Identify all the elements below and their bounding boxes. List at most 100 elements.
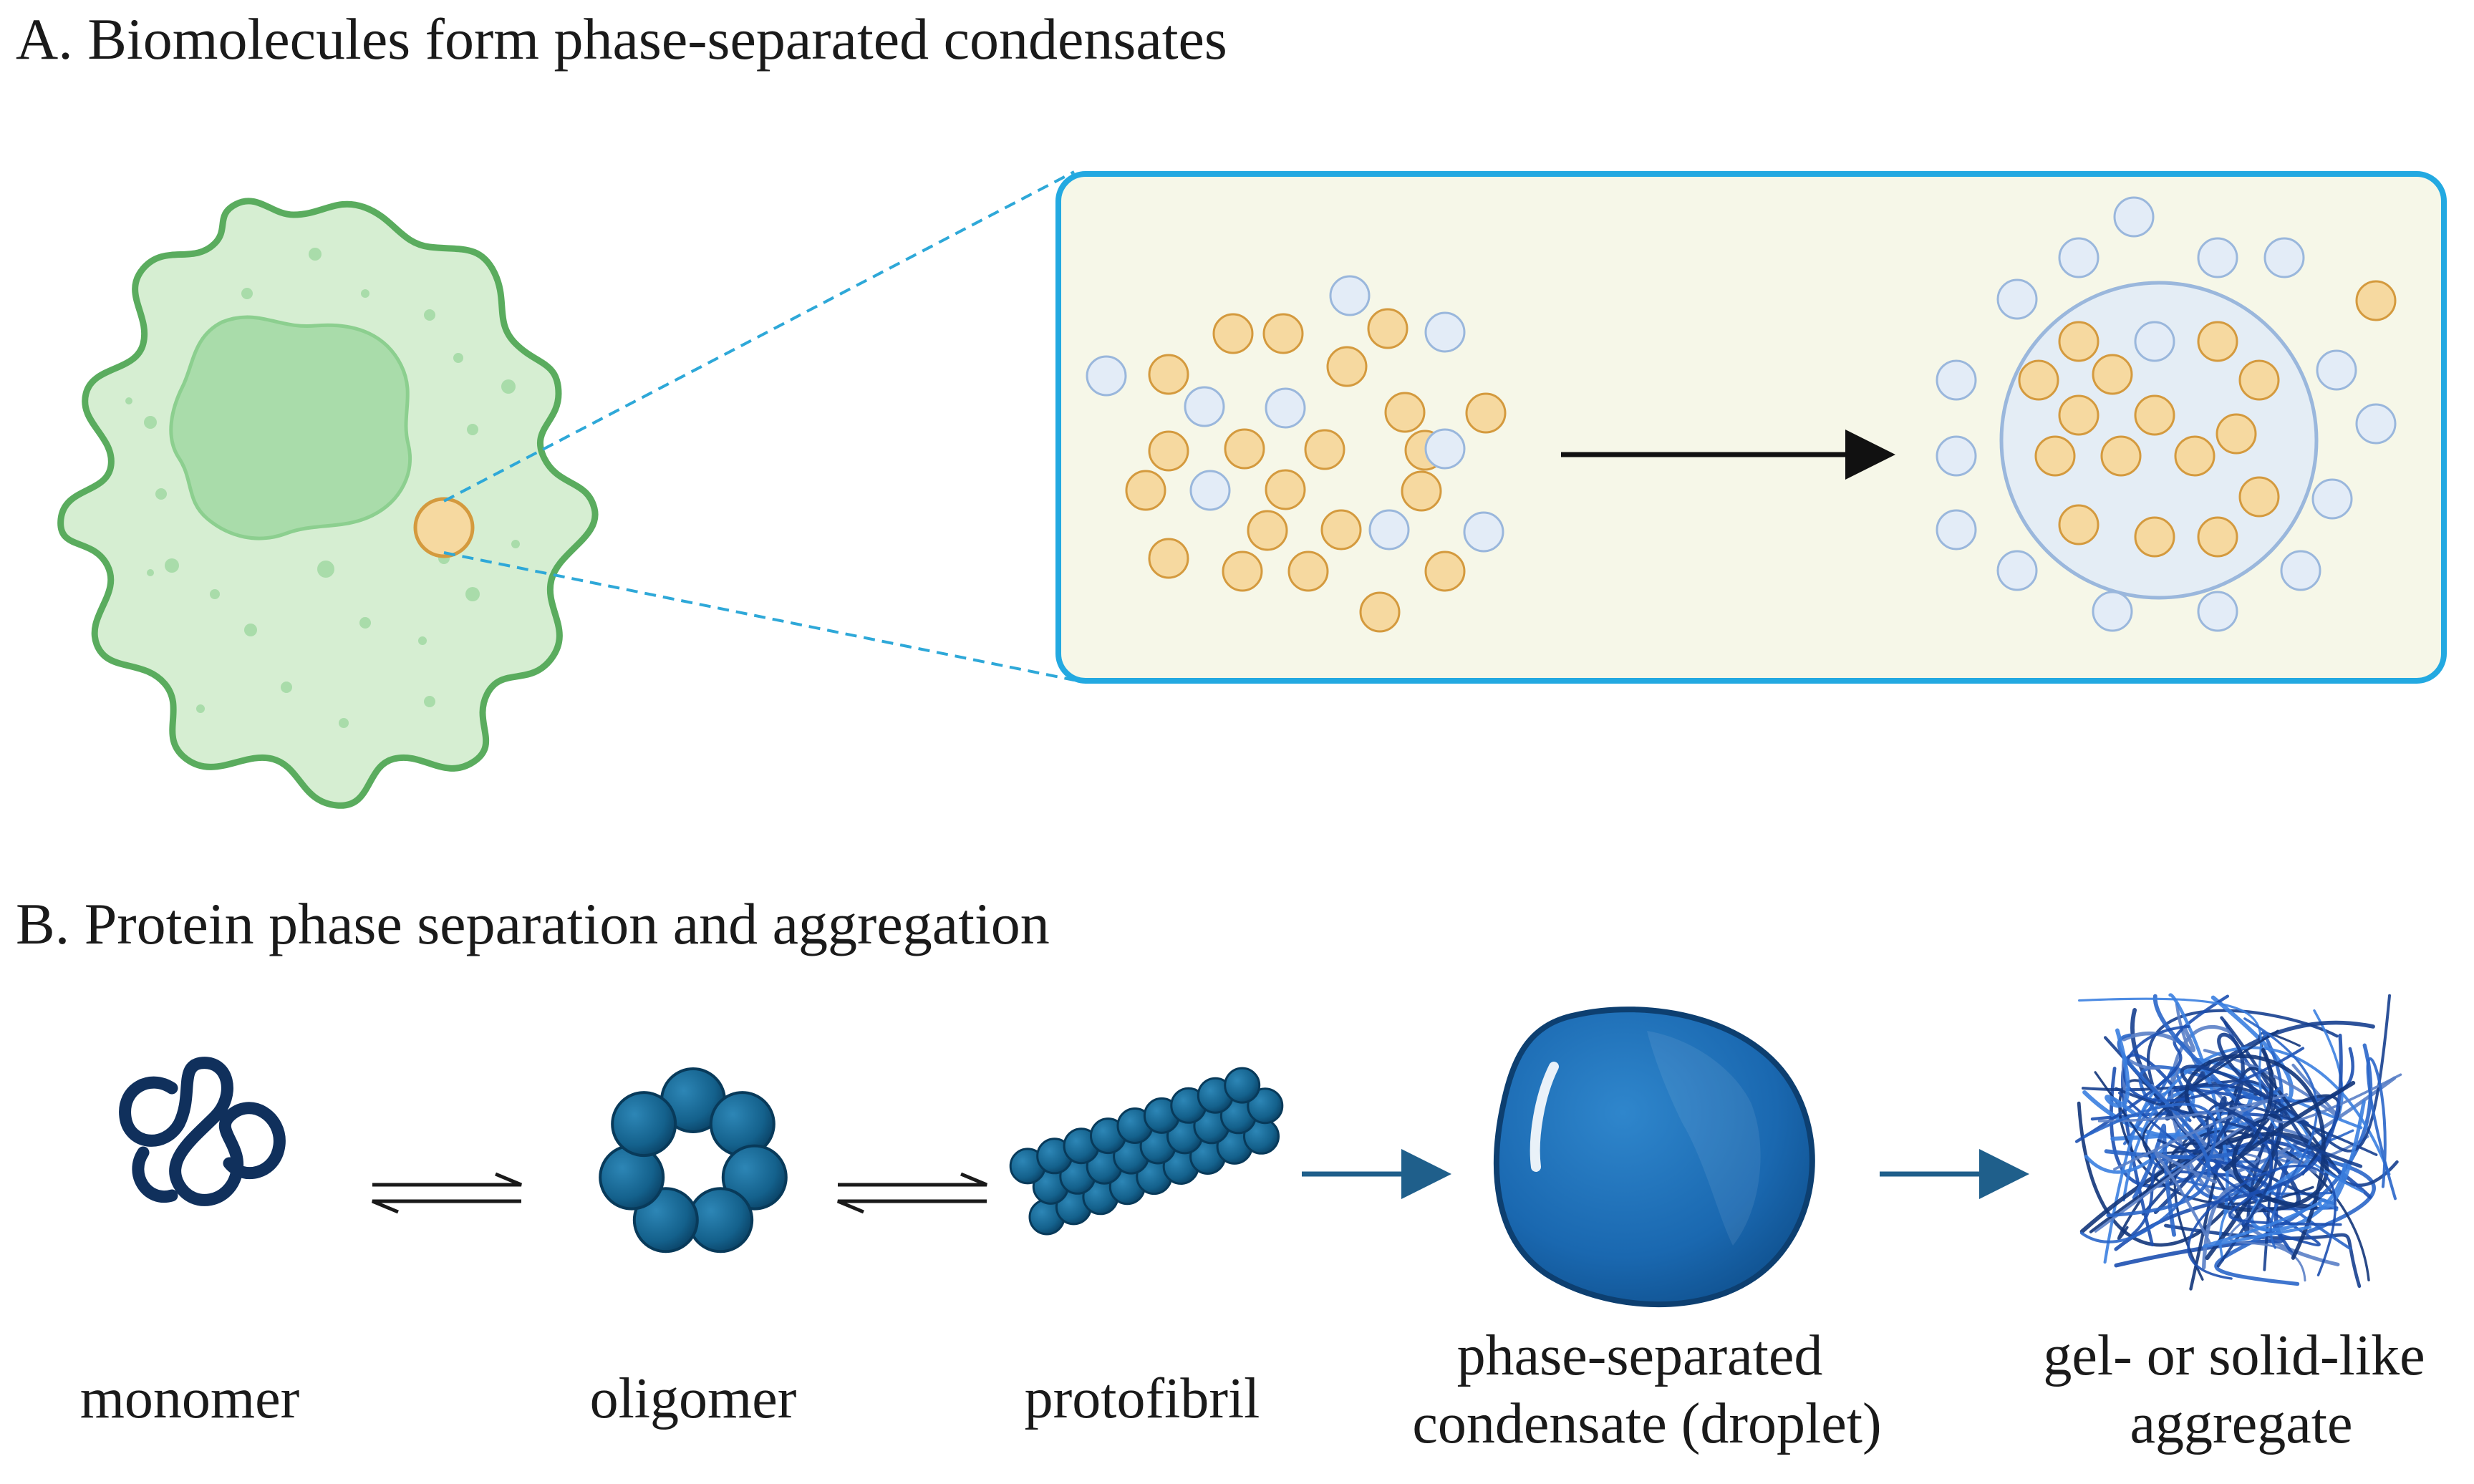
protofibril-illustration — [1009, 1067, 1284, 1236]
protein-molecule — [2058, 394, 2099, 436]
rna-molecule — [2113, 196, 2155, 238]
rna-molecule — [2280, 550, 2321, 591]
label-monomer: monomer — [80, 1367, 300, 1430]
dispersed-molecules — [1086, 275, 1507, 633]
protein-molecule — [2058, 321, 2099, 362]
rna-molecule — [2316, 349, 2357, 391]
aggregate-fiber — [2132, 1123, 2176, 1237]
rna-molecule — [2355, 403, 2397, 445]
protein-molecule — [1320, 509, 1362, 551]
aggregate-fiber — [2150, 1083, 2243, 1270]
label-aggregate: gel- or solid-like aggregate — [2043, 1324, 2439, 1455]
aggregate-fiber — [2228, 1206, 2306, 1282]
protein-molecule — [1212, 313, 1254, 354]
condensate-in-cell — [413, 497, 475, 558]
protein-molecule — [2092, 354, 2133, 395]
monomer-illustration — [119, 1057, 286, 1206]
protein-molecule — [1287, 551, 1329, 592]
aggregate-fiber — [2097, 1092, 2289, 1170]
protein-molecule — [1384, 392, 1426, 433]
protein-molecule — [2197, 321, 2238, 362]
protein-molecule — [2100, 435, 2142, 477]
panel-a-title: A. Biomolecules form phase-separated con… — [16, 6, 1227, 72]
rna-molecule — [1189, 470, 1231, 511]
aggregate-fiber — [2154, 1151, 2218, 1244]
rna-molecule — [1368, 509, 1410, 551]
rna-molecule — [1329, 275, 1371, 316]
protein-molecule — [2216, 413, 2257, 455]
protein-molecule — [1262, 313, 1304, 354]
protein-molecule — [1304, 429, 1345, 470]
protein-molecule — [1401, 470, 1442, 512]
rna-molecule — [2197, 591, 2238, 632]
rna-molecule — [1424, 311, 1466, 353]
protein-molecule — [2197, 516, 2238, 558]
droplet-illustration — [1493, 1007, 1815, 1308]
rna-molecule — [1936, 435, 1977, 477]
protein-molecule — [2134, 394, 2175, 436]
protein-molecule — [1265, 469, 1306, 510]
rna-molecule — [1265, 387, 1306, 429]
protein-molecule — [2238, 359, 2280, 401]
rna-molecule — [1424, 428, 1466, 470]
protein-molecule — [2134, 516, 2175, 558]
rna-molecule — [1996, 550, 2038, 591]
aggregate-fiber — [2159, 1086, 2281, 1182]
label-condensate: phase-separated condensate (droplet) — [1412, 1324, 1881, 1455]
rna-molecule — [1936, 359, 1977, 401]
rna-molecule — [2092, 591, 2133, 632]
condensed-molecules — [1936, 196, 2397, 632]
aggregate-fiber — [2317, 1100, 2366, 1212]
rna-molecule — [2058, 237, 2099, 278]
aggregate-fiber — [2114, 1143, 2297, 1268]
rna-molecule — [2311, 478, 2353, 520]
protofibril-bead — [1224, 1067, 1261, 1104]
aggregate-fiber — [2203, 1201, 2321, 1248]
rna-molecule — [2197, 237, 2238, 278]
rna-molecule — [1086, 355, 1127, 397]
aggregate-fiber — [2094, 1073, 2402, 1233]
protein-molecule — [1326, 346, 1368, 387]
aggregate-fiber — [2117, 1091, 2321, 1247]
protein-molecule — [1125, 470, 1166, 511]
equilibrium-arrow-1 — [372, 1172, 522, 1214]
label-oligomer: oligomer — [590, 1367, 797, 1430]
rna-molecule — [1184, 386, 1225, 427]
rna-molecule — [1463, 511, 1504, 553]
aggregate-fiber — [2179, 994, 2391, 1153]
cell-illustration — [57, 198, 599, 809]
protein-molecule — [2018, 359, 2059, 401]
aggregate-fiber — [2187, 1164, 2337, 1280]
protein-molecule — [1367, 308, 1408, 349]
aggregate-illustration — [2074, 993, 2402, 1291]
protein-molecule — [1247, 510, 1288, 551]
equilibrium-arrow-2 — [837, 1172, 987, 1214]
aggregate-fiber — [2105, 1028, 2138, 1117]
oligomer-illustration — [599, 1067, 788, 1253]
aggregate-fiber — [2366, 1057, 2397, 1201]
aggregate-fiber — [2078, 997, 2364, 1193]
rna-molecule — [2134, 321, 2175, 362]
protein-molecule — [1148, 538, 1189, 579]
aggregate-fiber — [2153, 1032, 2288, 1214]
cytoplasm-dots — [125, 248, 520, 728]
protein-molecule — [1148, 430, 1189, 472]
label-protofibril: protofibril — [1025, 1367, 1260, 1430]
aggregate-fiber — [2114, 1033, 2343, 1251]
protein-molecule — [1424, 551, 1466, 592]
protein-molecule — [1222, 551, 1263, 592]
oligomer-bead — [611, 1091, 677, 1158]
rna-molecule — [1996, 278, 2038, 320]
panel-b-title: B. Protein phase separation and aggregat… — [16, 891, 1050, 956]
protein-molecule — [2058, 504, 2099, 545]
aggregate-fiber — [2164, 1223, 2362, 1289]
aggregate-fiber — [2223, 1048, 2356, 1171]
protein-molecule — [2174, 435, 2216, 477]
aggregate-fiber — [2080, 1102, 2218, 1243]
aggregate-fiber — [2081, 1079, 2275, 1271]
aggregate-fiber — [2118, 1079, 2314, 1206]
protein-molecule — [2355, 280, 2397, 321]
protofibril-bead — [1247, 1087, 1284, 1125]
protein-molecule — [1359, 591, 1401, 633]
